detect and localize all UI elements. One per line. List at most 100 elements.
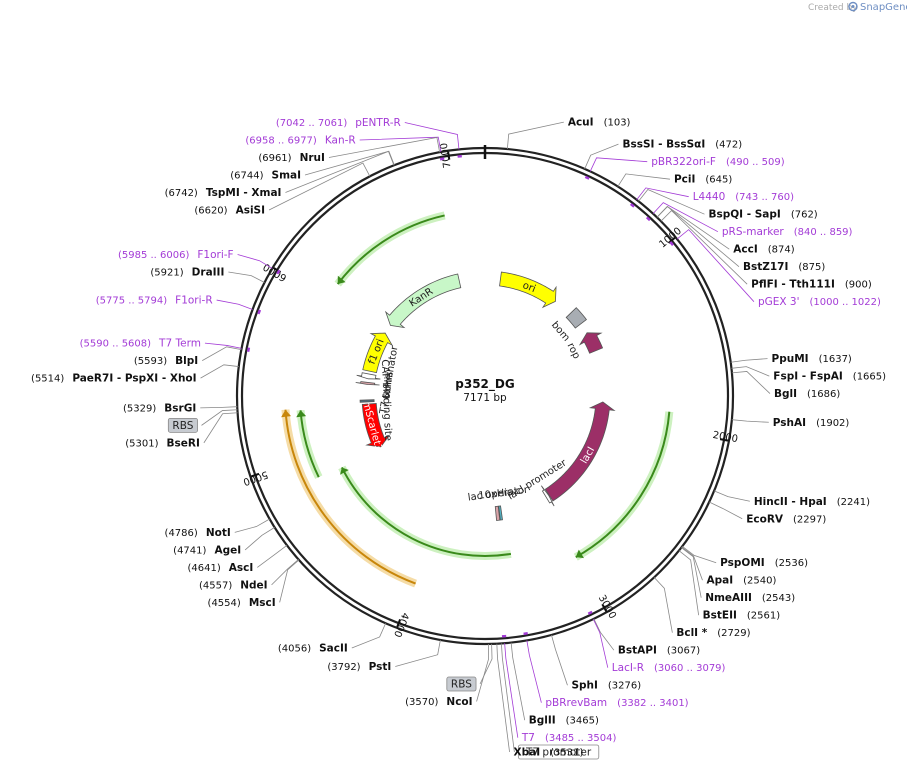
site-xhoi[interactable]: (5514)PaeR7I - PspXI - XhoI xyxy=(31,373,197,385)
leader-line xyxy=(636,187,689,201)
site-pshai[interactable]: PshAI(1902) xyxy=(773,417,850,429)
site-acci[interactable]: AccI(874) xyxy=(733,244,794,256)
site-msci[interactable]: (4554)MscI xyxy=(208,597,276,609)
site-pcii[interactable]: PciI(645) xyxy=(674,174,732,186)
site-position: (3276) xyxy=(608,681,641,692)
primer-range: (5775 .. 5794) xyxy=(96,296,168,307)
site-bsrgi[interactable]: (5329)BsrGI xyxy=(123,402,196,414)
tick-2000 xyxy=(719,438,729,442)
feature-10xhis[interactable] xyxy=(494,505,501,521)
site-sphi[interactable]: SphI(3276) xyxy=(571,680,641,692)
primer-pgex-3[interactable]: pGEX 3'(1000 .. 1022) xyxy=(758,296,881,308)
site-acui[interactable]: AcuI(103) xyxy=(568,117,631,129)
site-bsteii[interactable]: BstEII(2561) xyxy=(703,610,781,622)
feature-lac-operator[interactable] xyxy=(498,505,503,521)
site-fspi[interactable]: FspI - FspAI(1665) xyxy=(773,371,886,383)
site-noti[interactable]: (4786)NotI xyxy=(165,527,231,539)
site-bspqi[interactable]: BspQI - SapI(762) xyxy=(708,209,817,221)
primer-prs-marker[interactable]: pRS-marker(840 .. 859) xyxy=(722,226,853,238)
primer-name: F1ori-R xyxy=(175,295,212,307)
boxed-feature-rbs[interactable]: RBS xyxy=(167,417,198,433)
site-bgli[interactable]: BglI(1686) xyxy=(774,388,840,400)
leader-line xyxy=(395,639,441,667)
site-position: (1686) xyxy=(807,389,840,400)
site-xmai[interactable]: (6742)TspMI - XmaI xyxy=(165,187,282,199)
primer-t7[interactable]: T7(3485 .. 3504) xyxy=(521,732,617,744)
feature-t7-terminator[interactable] xyxy=(356,372,381,380)
site-bsssi[interactable]: BssSI - BssSαI(472) xyxy=(622,139,742,151)
primer-pbrrevbam[interactable]: pBRrevBam(3382 .. 3401) xyxy=(545,697,688,709)
site-apai[interactable]: ApaI(2540) xyxy=(706,575,776,587)
credit-text: Created by xyxy=(808,3,858,13)
site-nrui[interactable]: (6961)NruI xyxy=(258,152,325,164)
site-name: NruI xyxy=(300,152,325,164)
site-position: (4641) xyxy=(188,563,221,574)
feature-f1-ori[interactable] xyxy=(362,332,394,374)
site-nmeaiii[interactable]: NmeAIII(2543) xyxy=(705,592,795,604)
leader-line xyxy=(204,342,242,349)
primer-f1ori-r[interactable]: (5775 .. 5794) F1ori-R xyxy=(96,295,213,307)
site-psti[interactable]: (3792)PstI xyxy=(327,661,391,673)
site-pflfi[interactable]: PflFI - Tth111I(900) xyxy=(751,279,872,291)
primer-pentr-r[interactable]: (7042 .. 7061)pENTR-R xyxy=(276,117,401,129)
feature-6xhis[interactable] xyxy=(355,381,380,386)
leader-line xyxy=(500,643,515,753)
site-ndei[interactable]: (4557)NdeI xyxy=(199,579,268,591)
primer-f1ori-f[interactable]: (5985 .. 6006)F1ori-F xyxy=(118,249,234,261)
feature-bom[interactable] xyxy=(565,307,588,329)
primer-l4440[interactable]: L4440(743 .. 760) xyxy=(693,191,794,203)
boxed-feature-rbs[interactable]: RBS xyxy=(446,676,477,692)
site-draiii[interactable]: (5921)DraIII xyxy=(150,267,224,279)
primer-t7-term[interactable]: (5590 .. 5608)T7 Term xyxy=(80,338,201,350)
site-name: NcoI xyxy=(446,696,472,708)
feature-cap-binding-site[interactable] xyxy=(359,399,375,403)
leader-line xyxy=(200,406,238,409)
site-position: (5301) xyxy=(125,438,158,449)
feature-ori[interactable] xyxy=(499,271,557,309)
primer-mark xyxy=(257,309,262,315)
site-bstz17i[interactable]: BstZ17I(875) xyxy=(743,261,825,273)
site-ecorv[interactable]: EcoRV(2297) xyxy=(746,513,826,525)
leader-line xyxy=(234,518,270,533)
leader-line xyxy=(653,577,673,633)
site-bseri[interactable]: (5301)BseRI xyxy=(125,437,200,449)
site-bstapi[interactable]: BstAPI(3067) xyxy=(618,645,700,657)
boxed-feature-t7-promoter[interactable]: T7 promoter xyxy=(517,744,600,760)
primer-kan-r[interactable]: (6958 .. 6977)Kan-R xyxy=(245,135,355,147)
site-pspomi[interactable]: PspOMI(2536) xyxy=(720,557,808,569)
site-name: BstAPI xyxy=(618,645,657,657)
site-name: AsiSI xyxy=(236,205,265,217)
site-hincii[interactable]: HincII - HpaI(2241) xyxy=(754,496,870,508)
site-sacii[interactable]: (4056)SacII xyxy=(278,642,348,654)
primer-range: (3485 .. 3504) xyxy=(545,733,617,744)
site-name: FspI - FspAI xyxy=(773,371,843,383)
primer-mark xyxy=(629,203,635,208)
primer-pbr322ori-f[interactable]: pBR322ori-F(490 .. 509) xyxy=(651,156,784,168)
site-position: (6620) xyxy=(194,206,227,217)
site-ppumi[interactable]: PpuMI(1637) xyxy=(772,353,852,365)
site-asci[interactable]: (4641)AscI xyxy=(188,562,254,574)
site-smai[interactable]: (6744)SmaI xyxy=(230,170,301,182)
site-bglii[interactable]: BglII(3465) xyxy=(529,715,599,727)
site-xbai[interactable]: XbaI(3531) xyxy=(514,747,584,759)
site-ncoi[interactable]: (3570)NcoI xyxy=(405,696,472,708)
plasmid-size: 7171 bp xyxy=(463,392,507,404)
site-agei[interactable]: (4741)AgeI xyxy=(173,544,241,556)
site-position: (4554) xyxy=(208,598,241,609)
site-bcli[interactable]: BclI *(2729) xyxy=(676,627,750,639)
feature-rop[interactable] xyxy=(578,332,604,354)
feature-box-label: RBS xyxy=(451,679,472,691)
site-name: BclI * xyxy=(676,627,707,639)
feature-laci-promoter[interactable] xyxy=(541,485,555,507)
site-asisi[interactable]: (6620) AsiSI xyxy=(194,205,265,217)
leader-line xyxy=(201,409,238,426)
feature-kanr[interactable] xyxy=(384,273,462,329)
feature-mscarlet3[interactable] xyxy=(361,403,391,448)
feature-laci[interactable] xyxy=(544,401,616,502)
leader-line xyxy=(285,150,395,193)
site-blpi[interactable]: (5593)BlpI xyxy=(134,355,198,367)
primer-laci-r[interactable]: LacI-R(3060 .. 3079) xyxy=(612,662,726,674)
primer-name: Kan-R xyxy=(325,135,356,147)
orf-arrowhead xyxy=(281,409,292,418)
site-position: (2241) xyxy=(837,497,870,508)
